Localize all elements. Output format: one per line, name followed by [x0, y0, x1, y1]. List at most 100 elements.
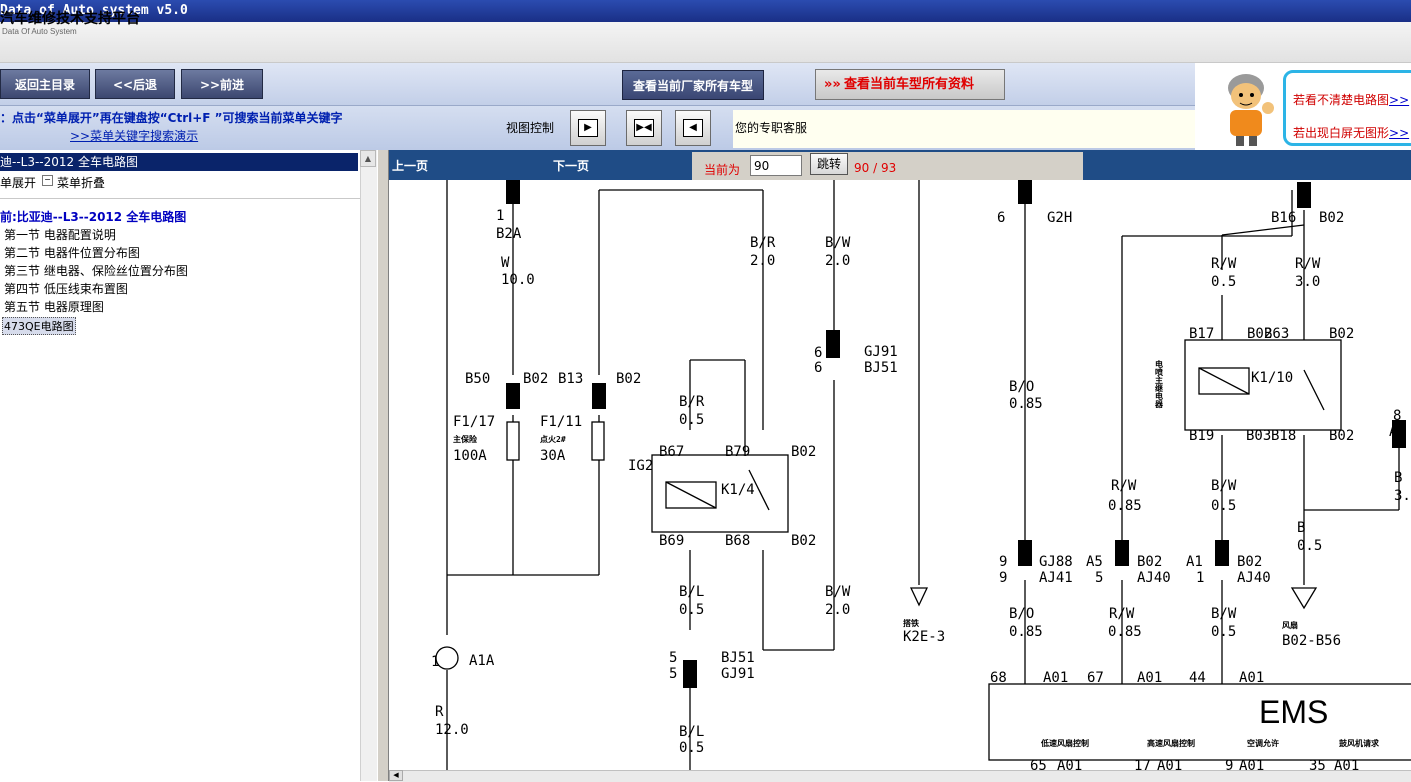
diagram-label: B/W: [825, 584, 851, 600]
page-number-input[interactable]: [750, 155, 802, 176]
brand-title: 汽车维修技术支持平台: [0, 11, 140, 27]
diagram-label: 3.0: [1295, 274, 1320, 290]
diagram-label: B17: [1189, 326, 1214, 342]
diagram-label: 1: [496, 208, 504, 224]
blank-screen-arrow: >>: [1389, 126, 1410, 140]
diagram-label: 1: [1196, 570, 1204, 586]
diagram-label: 1: [431, 654, 439, 670]
diagram-label: 30A: [540, 448, 566, 464]
diagram-label: 2.0: [825, 253, 850, 269]
vendor-models-button[interactable]: 查看当前厂家所有车型: [622, 70, 764, 100]
connector-plugs: [506, 180, 1406, 688]
collapse-box-icon: −: [42, 175, 53, 186]
diagram-label: B/O: [1009, 606, 1034, 622]
diagram-label: B02: [1247, 326, 1272, 342]
diagram-label: 鼓风机请求: [1339, 738, 1380, 748]
diagram-label: R/W: [1211, 256, 1237, 272]
jump-button[interactable]: 跳转: [810, 153, 848, 175]
diagram-label: B02: [791, 533, 816, 549]
view-control-label: 视图控制: [506, 121, 555, 135]
diagram-label: B67: [659, 444, 684, 460]
unclear-diagram-arrow: >>: [1389, 93, 1410, 107]
scroll-up-icon[interactable]: ▲: [360, 150, 376, 167]
home-button[interactable]: 返回主目录: [0, 69, 90, 99]
sidebar-divider: [0, 198, 360, 199]
diagram-label: 9: [999, 554, 1007, 570]
diagram-label: A01: [1057, 758, 1082, 770]
sidebar-item-section-4[interactable]: 第四节 低压线束布置图: [4, 282, 128, 296]
diagram-label: 风扇: [1282, 620, 1298, 630]
diagram-label: 0.5: [1211, 274, 1236, 290]
diagram-label: 0.5: [679, 602, 704, 618]
unclear-diagram-link[interactable]: 若看不清楚电路图>>: [1293, 91, 1409, 108]
nav-bar: [0, 63, 1195, 106]
forward-button[interactable]: >>前进: [181, 69, 263, 99]
diagram-label: G2H: [1047, 210, 1072, 226]
diagram-label: 68: [990, 670, 1007, 686]
diagram-label: B79: [725, 444, 750, 460]
diagram-label: 100A: [453, 448, 487, 464]
sidebar-scrollbar[interactable]: [360, 150, 377, 781]
sidebar-selected-row[interactable]: 迪--L3--2012 全车电路图: [0, 153, 358, 171]
diagram-label: 35: [1309, 758, 1326, 770]
diagram-label: B03: [1246, 428, 1271, 444]
help-links-box: [1283, 70, 1411, 146]
view-expand-right-button[interactable]: ▶: [570, 110, 606, 146]
pager-nav-area: [389, 152, 692, 180]
blank-screen-text: 若出现白屏无图形: [1293, 126, 1390, 140]
pane-splitter[interactable]: [377, 150, 389, 781]
diagram-label: A5: [1086, 554, 1103, 570]
diagram-label: F1/11: [540, 414, 582, 430]
model-data-button[interactable]: »»查看当前车型所有资料: [815, 69, 1005, 100]
diagram-label: GJ91: [721, 666, 755, 682]
diagram-label: R: [435, 704, 444, 720]
diagram-label: 5: [669, 666, 677, 682]
diagram-label: B68: [725, 533, 750, 549]
prev-page-button[interactable]: 上一页: [392, 159, 429, 173]
app-header: [0, 22, 1411, 63]
diagram-label: B13: [558, 371, 583, 387]
sidebar-item-section-2[interactable]: 第二节 电器件位置分布图: [4, 246, 140, 260]
diagram-label: 0.5: [1211, 624, 1236, 640]
diagram-label: AJ41: [1039, 570, 1073, 586]
diagram-label: 0.5: [1211, 498, 1236, 514]
diagram-label: B50: [465, 371, 490, 387]
sidebar-item-section-3[interactable]: 第三节 继电器、保险丝位置分布图: [4, 264, 188, 278]
sidebar: [0, 150, 360, 781]
diagram-label: 0.85: [1009, 396, 1043, 412]
diagram-label: R/W: [1109, 606, 1135, 622]
diagram-label: 8: [1393, 408, 1401, 424]
diagram-label: B/W: [1211, 606, 1237, 622]
diagram-label: 5: [1095, 570, 1103, 586]
diagram-label: 低速风扇控制: [1040, 738, 1089, 748]
back-button[interactable]: <<后退: [95, 69, 175, 99]
brand-subtitle: Data Of Auto System: [2, 27, 77, 36]
menu-collapse-button[interactable]: 菜单折叠: [57, 176, 106, 190]
diagram-label: AJ40: [1137, 570, 1171, 586]
sidebar-item-473qe[interactable]: 473QE电路图: [2, 317, 76, 335]
search-demo-link[interactable]: >>菜单关键字搜索演示: [70, 129, 199, 143]
menu-expand-button[interactable]: 单展开: [0, 176, 37, 190]
sidebar-item-section-5[interactable]: 第五节 电器原理图: [4, 300, 104, 314]
next-page-button[interactable]: 下一页: [553, 159, 590, 173]
diagram-label: F1/17: [453, 414, 495, 430]
diagram-label: B/W: [825, 235, 851, 251]
diagram-label: B02: [1329, 326, 1354, 342]
diagram-label: B/L: [679, 724, 704, 740]
wire-lines: [446, 180, 1411, 770]
diagram-label: A01: [1334, 758, 1359, 770]
scroll-left-icon[interactable]: ◀: [389, 770, 403, 781]
blank-screen-link[interactable]: 若出现白屏无图形>>: [1293, 124, 1409, 141]
view-expand-left-button[interactable]: ◀: [675, 110, 711, 146]
service-area: [733, 110, 1195, 148]
diagram-horizontal-scrollbar[interactable]: [389, 770, 1411, 782]
diagram-label: K2E-3: [903, 629, 945, 645]
view-split-button[interactable]: ▶◀: [626, 110, 662, 146]
diagram-label: B: [1394, 470, 1402, 486]
sidebar-item-section-1[interactable]: 第一节 电器配置说明: [4, 228, 116, 242]
diagram-label: K1/4: [721, 482, 755, 498]
diagram-label: 0.5: [1297, 538, 1322, 554]
